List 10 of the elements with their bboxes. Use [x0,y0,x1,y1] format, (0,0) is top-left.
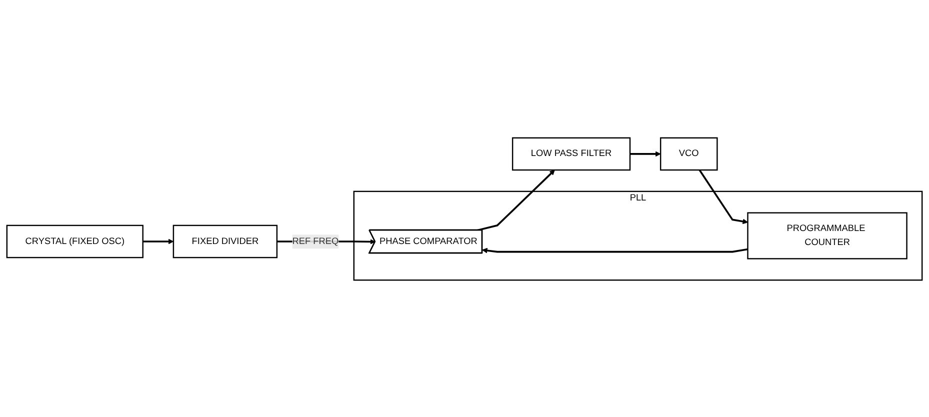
arrow [698,169,748,224]
node-box: LOW PASS FILTER [512,136,631,170]
node-box: PROGRAMMABLE COUNTER [747,212,908,259]
node-box: CRYSTAL (FIXED OSC) [6,224,144,258]
node-box: VCO [660,136,718,170]
arrow [482,247,748,253]
node-box: FIXED DIVIDER [172,224,278,258]
arrow [630,150,661,156]
arrow [142,238,174,244]
edge-label: REF FREQ [292,235,339,246]
